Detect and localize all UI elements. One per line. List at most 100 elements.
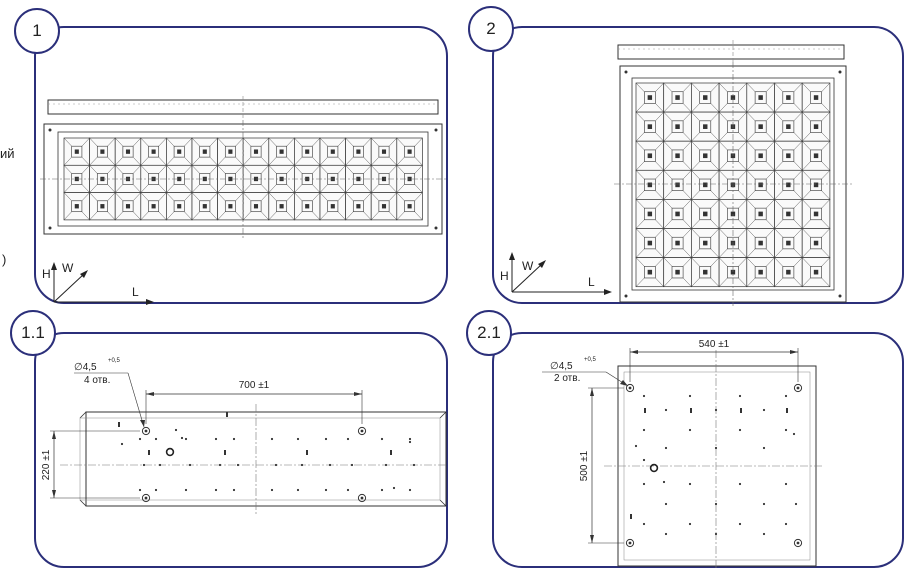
panel-2-1-drawing: 540 ±1 500 ±1 ∅4,5 +0,5 2 отв. [542,339,824,570]
fixing-point [738,522,742,526]
fixing-point [642,482,646,486]
axis-gizmo-1: H W L [42,261,154,305]
lens-cell [217,137,244,166]
axis-gizmo-2: H W L [500,252,612,295]
panel-number-badge: 1.1 [10,310,56,356]
fixing-point [236,463,240,467]
panel-2-lens-grid [635,82,831,288]
fixing-point [306,450,308,455]
fixing-point [184,437,188,441]
lens-cell [746,111,775,142]
fixing-point [762,446,766,450]
dimension-length: 540 ±1 [699,339,730,350]
lens-cell [140,192,167,221]
lens-cell [268,192,295,221]
lens-cell [691,111,720,142]
fixing-point [784,482,788,486]
lens-cell [370,192,398,221]
lens-cell [635,228,665,258]
fixing-point [714,532,718,536]
fixing-point [184,488,188,492]
fixing-point [232,488,236,492]
fixing-point [270,437,274,441]
lens-cell [166,192,193,221]
cropped-text-fragment-top: ий [0,146,15,161]
panel-1-lens-grid [63,137,423,221]
fixing-point [138,488,142,492]
lens-cell [746,228,775,258]
dimension-width: 500 ±1 [579,450,590,481]
fixing-point [274,463,278,467]
lens-cell [774,140,803,171]
lens-cell [191,137,218,166]
fixing-point [634,444,638,448]
panel-1-rectangular-fixture: H W L [34,26,448,305]
fixing-point [296,437,300,441]
fixing-point [296,488,300,492]
lens-cell [635,257,665,288]
fixing-point [158,463,162,467]
fixing-point [740,408,742,413]
fixing-point [762,532,766,536]
lens-cell [635,169,665,200]
cropped-text-fragment-bottom: ) [2,252,7,267]
fixing-point [324,437,328,441]
fixing-point [644,408,646,413]
fixing-point [714,502,718,506]
lens-cell [294,192,321,221]
lens-cell [635,140,665,171]
lens-cell [663,111,692,142]
fixing-point [380,437,384,441]
fixing-point [762,502,766,506]
fixing-point [154,488,158,492]
hole-count-label: 4 отв. [84,375,110,386]
hole-count-label: 2 отв. [554,373,580,384]
axis-label-l: L [588,275,595,289]
lens-cell [663,82,692,113]
fixing-point [412,463,416,467]
fixing-point [138,437,142,441]
lens-cell [635,82,665,113]
fixing-point [630,514,632,519]
fixing-point [180,436,184,440]
lens-cell [663,257,692,288]
axis-label-h: H [500,269,509,283]
dimension-width: 220 ±1 [41,449,52,480]
lens-cell [63,137,90,166]
fixing-point [350,463,354,467]
fixing-point [270,488,274,492]
lens-cell [774,199,803,229]
fixing-point [346,488,350,492]
fixing-point [384,463,388,467]
fixing-point [738,428,742,432]
lens-cell [635,111,665,142]
panel-1-drawing [40,96,446,240]
fixing-point [738,482,742,486]
panel-number-badge: 1 [14,8,60,54]
panel-1-1-mounting-drawing: 700 ±1 220 ±1 ∅4,5 +0,5 4 отв. [34,332,448,568]
lens-cell [746,199,775,229]
hole-diameter-label: ∅4,5 [550,361,573,372]
lens-cell [242,192,270,221]
lens-cell [191,192,218,221]
fixing-point [688,522,692,526]
axis-label-w: W [522,259,534,273]
lens-cell [663,169,692,200]
fixing-point [664,502,668,506]
fixing-point [688,428,692,432]
lens-cell [268,137,295,166]
fixing-point [664,532,668,536]
fixing-point [390,450,392,455]
lens-cell [774,82,803,113]
fixing-point [714,408,718,412]
fixing-point [218,463,222,467]
fixing-point [642,458,646,462]
lens-cell [801,169,831,200]
lens-cell [691,140,720,171]
lens-cell [663,228,692,258]
lens-cell [319,137,346,166]
lens-cell [801,257,831,288]
fixing-point [154,437,158,441]
lens-cell [774,169,803,200]
lens-cell [691,228,720,258]
